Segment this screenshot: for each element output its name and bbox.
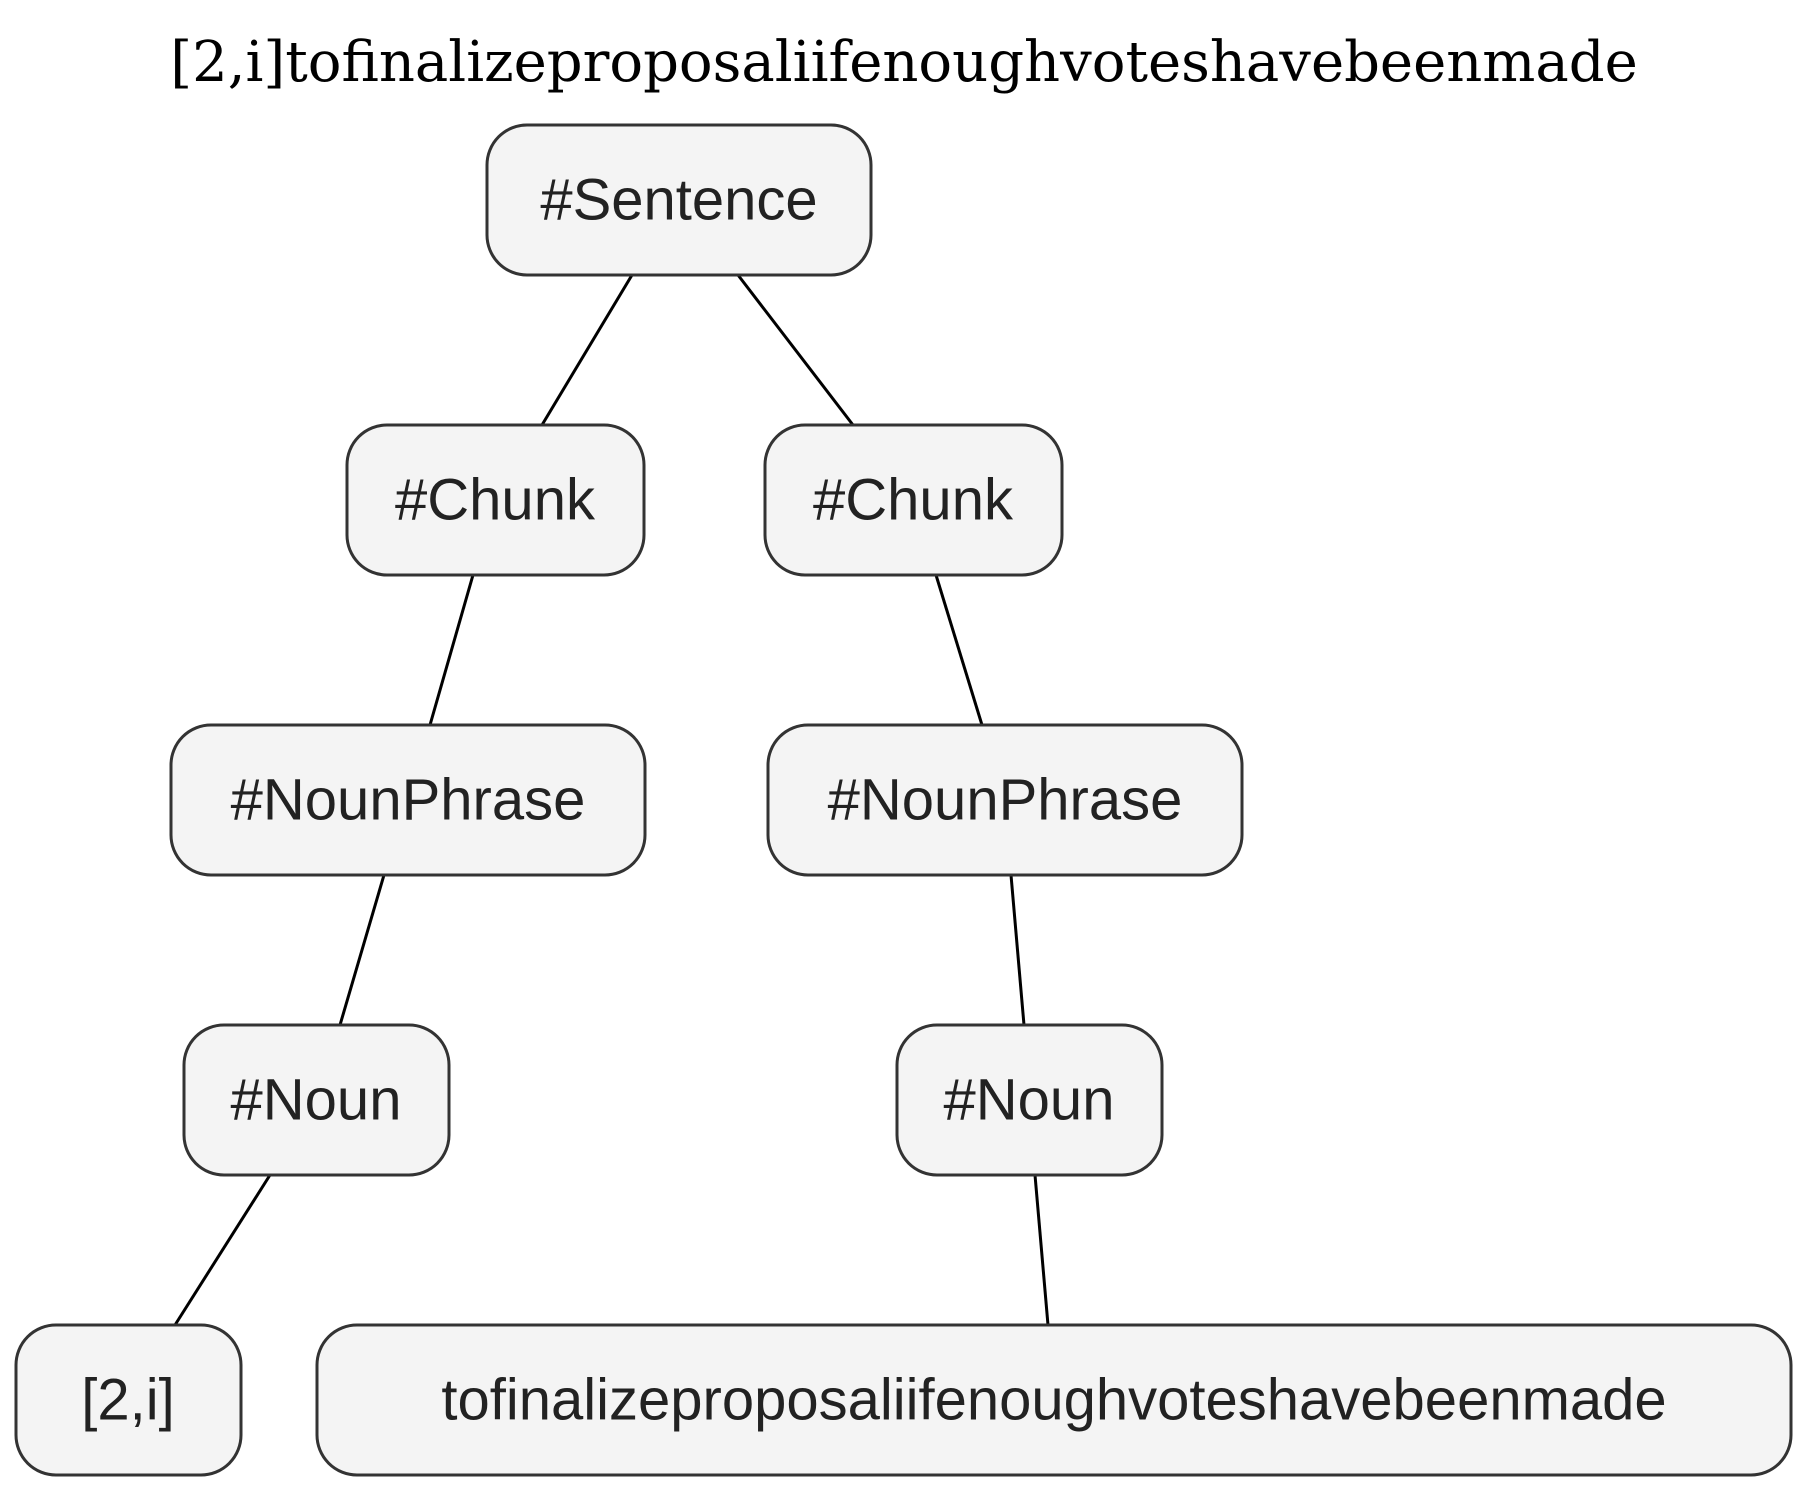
diagram-title: [2,i]tofinalizeproposaliifenoughvoteshav… [170,30,1638,95]
node-nounphrase-right-label: #NounPhrase [828,768,1183,833]
edge-nounphrase-right-noun-right [1009,874,1026,1026]
node-noun-left-label: #Noun [231,1068,402,1133]
node-chunk-right: #Chunk [763,423,1064,577]
node-nounphrase-left-label: #NounPhrase [231,768,586,833]
edge-noun-right-leaf-right [1033,1174,1050,1326]
node-nounphrase-left: #NounPhrase [169,723,647,877]
node-nounphrase-right: #NounPhrase [766,723,1244,877]
leaf-left-label: [2,i] [81,1368,175,1433]
edge-chunk-right-nounphrase-right [934,574,984,726]
leaf-right-label: tofinalizeproposaliifenoughvoteshavebeen… [441,1368,1666,1433]
node-chunk-right-label: #Chunk [813,468,1014,533]
edge-sentence-chunk-left [540,274,634,426]
edge-sentence-chunk-right [736,274,855,426]
node-chunk-left: #Chunk [345,423,646,577]
node-noun-left: #Noun [182,1023,451,1177]
leaf-right: tofinalizeproposaliifenoughvoteshavebeen… [315,1323,1793,1477]
edge-noun-left-leaf-left [173,1174,272,1326]
node-sentence-label: #Sentence [540,168,817,233]
node-chunk-left-label: #Chunk [395,468,596,533]
edge-chunk-left-nounphrase-left [428,574,475,726]
node-sentence: #Sentence [485,123,873,277]
leaf-left: [2,i] [14,1323,243,1477]
node-noun-right-label: #Noun [944,1068,1115,1133]
node-noun-right: #Noun [895,1023,1164,1177]
edge-nounphrase-left-noun-left [338,874,386,1026]
